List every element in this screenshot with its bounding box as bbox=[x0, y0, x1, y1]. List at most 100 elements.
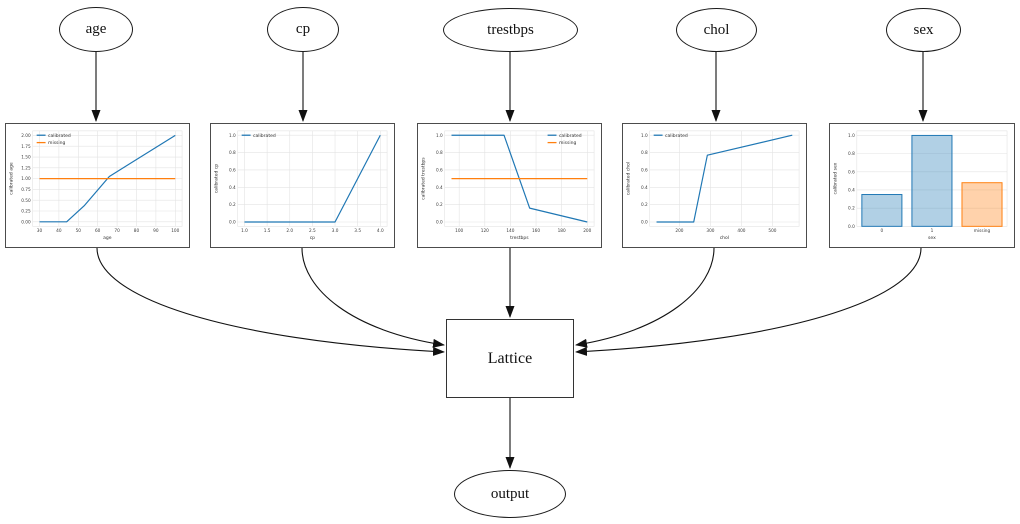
chol-axes-bg bbox=[649, 130, 800, 227]
age-xtick: 100 bbox=[171, 228, 179, 233]
cp-xtick: 3.0 bbox=[332, 228, 339, 233]
sex-ytick: 1.0 bbox=[848, 133, 855, 139]
chol-xlabel: chol bbox=[720, 235, 729, 241]
age-xtick: 50 bbox=[76, 228, 82, 233]
edge-calibrator-chol-to-lattice bbox=[575, 247, 715, 348]
chol-xtick: 300 bbox=[706, 228, 714, 233]
chol-grid bbox=[649, 130, 800, 227]
age-series-calibrated bbox=[39, 134, 176, 223]
cp-ytick: 0.6 bbox=[229, 168, 236, 173]
trestbps-xtick: 180 bbox=[558, 228, 566, 233]
node-chol: chol bbox=[676, 8, 757, 52]
chol-xtick: 400 bbox=[737, 228, 745, 233]
chol-legend-label-calibrated: calibrated bbox=[665, 133, 688, 139]
node-trestbps: trestbps bbox=[443, 8, 578, 52]
chol-xtick: 500 bbox=[768, 228, 776, 233]
age-ytick: 0.25 bbox=[21, 209, 31, 214]
node-age: age bbox=[59, 7, 133, 52]
age-xtick: 70 bbox=[114, 228, 120, 233]
age-xtick: 60 bbox=[95, 228, 101, 233]
chol-ytick: 1.0 bbox=[641, 133, 648, 138]
trestbps-xtick: 160 bbox=[532, 228, 540, 233]
node-output-label: output bbox=[490, 485, 530, 502]
edge-calibrator-cp-to-lattice bbox=[301, 247, 445, 348]
trestbps-ytick: 0.2 bbox=[436, 202, 443, 207]
age-ytick: 1.00 bbox=[21, 176, 31, 181]
chol-ytick: 0.8 bbox=[641, 150, 648, 155]
age-legend-label-calibrated: calibrated bbox=[48, 133, 71, 139]
trestbps-ytick: 0.4 bbox=[436, 185, 443, 190]
sex-bar-1 bbox=[911, 134, 953, 227]
trestbps-series-calibrated bbox=[451, 134, 588, 223]
trestbps-xtick: 120 bbox=[481, 228, 489, 233]
edge-calibrator-age-to-lattice bbox=[96, 247, 445, 356]
trestbps-legend-label-missing: missing bbox=[559, 140, 577, 146]
trestbps-ylabel: calibrated trestbps bbox=[420, 157, 426, 200]
age-ytick: 1.75 bbox=[21, 144, 31, 149]
cp-xtick: 4.0 bbox=[377, 228, 384, 233]
age-xlabel: age bbox=[103, 236, 112, 241]
cp-ytick: 0.8 bbox=[229, 150, 236, 155]
trestbps-xtick: 140 bbox=[506, 228, 514, 233]
age-xtick: 90 bbox=[153, 228, 159, 233]
sex-xtick: missing bbox=[974, 228, 991, 234]
node-trestbps-label: trestbps bbox=[487, 21, 534, 38]
cp-ytick: 0.2 bbox=[229, 202, 236, 207]
sex-ytick: 0.6 bbox=[848, 169, 855, 175]
sex-bar-0 bbox=[861, 194, 903, 227]
node-lattice-label: Lattice bbox=[487, 349, 533, 367]
chol-legend: calibrated bbox=[653, 133, 688, 139]
chol-ytick: 0.0 bbox=[641, 220, 648, 225]
sex-ytick: 0.0 bbox=[848, 224, 855, 230]
node-cp-label: cp bbox=[295, 21, 311, 37]
sex-xlabel: sex bbox=[928, 236, 936, 241]
chol-xtick: 200 bbox=[675, 228, 683, 233]
node-age-label: age bbox=[85, 21, 107, 37]
trestbps-ytick: 0.0 bbox=[436, 220, 443, 225]
cp-xtick: 2.0 bbox=[286, 228, 293, 233]
sex-axes-bg bbox=[856, 130, 1008, 227]
age-ytick: 1.25 bbox=[21, 165, 31, 170]
node-sex-label: sex bbox=[913, 21, 934, 38]
trestbps-grid bbox=[444, 130, 595, 227]
chol-ytick: 0.4 bbox=[641, 185, 648, 190]
edge-calibrator-sex-to-lattice bbox=[575, 247, 922, 356]
trestbps-ytick: 0.8 bbox=[436, 150, 443, 155]
chol-ytick: 0.6 bbox=[641, 168, 648, 173]
age-ytick: 0.50 bbox=[21, 198, 31, 203]
cp-xtick: 1.5 bbox=[264, 228, 271, 233]
trestbps-legend-label-calibrated: calibrated bbox=[559, 133, 582, 139]
sex-ytick: 0.8 bbox=[848, 151, 855, 157]
cp-xtick: 2.5 bbox=[309, 228, 316, 233]
trestbps-ytick: 1.0 bbox=[436, 133, 443, 138]
trestbps-ytick: 0.6 bbox=[436, 168, 443, 173]
node-cp: cp bbox=[267, 7, 339, 52]
age-xtick: 40 bbox=[56, 228, 62, 233]
sex-bar-missing bbox=[961, 182, 1003, 227]
sex-ytick: 0.2 bbox=[848, 206, 855, 212]
cp-xtick: 1.0 bbox=[241, 228, 248, 233]
chol-series-calibrated bbox=[656, 134, 793, 223]
cp-legend: calibrated bbox=[241, 133, 276, 139]
age-ylabel: calibrated age bbox=[8, 162, 14, 195]
sex-axis-labels: sex calibrated sex bbox=[832, 162, 936, 241]
age-xtick: 80 bbox=[134, 228, 140, 233]
sex-ylabel: calibrated sex bbox=[832, 162, 838, 194]
age-ytick: 1.50 bbox=[21, 155, 31, 160]
